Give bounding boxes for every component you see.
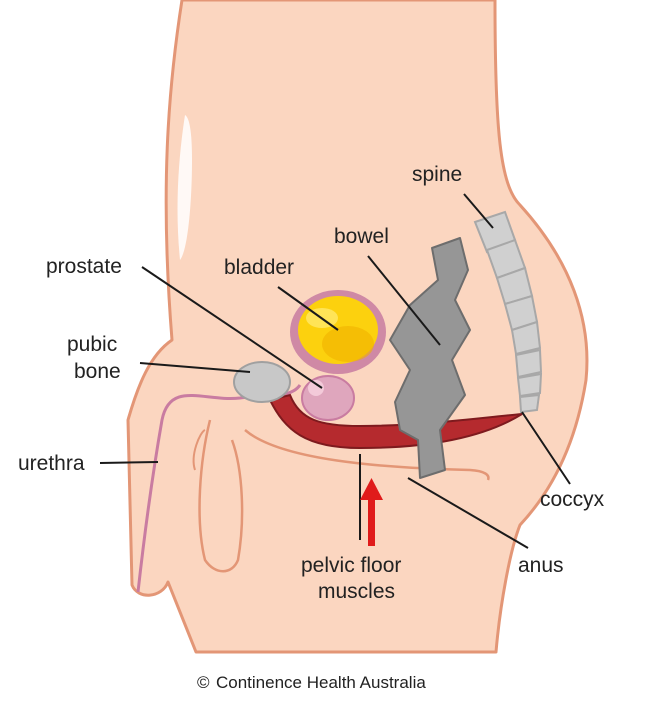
label-bowel: bowel — [334, 225, 389, 248]
label-prostate: prostate — [46, 255, 122, 278]
bladder-shade — [322, 326, 374, 362]
label-spine: spine — [412, 163, 462, 186]
label-coccyx: coccyx — [540, 488, 605, 511]
pubic-bone — [234, 362, 290, 402]
label-pelvic-floor-line2: muscles — [318, 580, 395, 603]
credit-text: Continence Health Australia — [216, 673, 426, 692]
label-anus: anus — [518, 554, 564, 577]
label-pubic-bone-line1: pubic — [67, 333, 117, 356]
label-bladder: bladder — [224, 256, 294, 279]
copyright-symbol: © — [197, 673, 210, 692]
label-pubic-bone-line2: bone — [74, 360, 121, 383]
prostate — [302, 376, 354, 420]
label-urethra: urethra — [18, 452, 85, 475]
label-pelvic-floor-line1: pelvic floor — [301, 554, 401, 577]
